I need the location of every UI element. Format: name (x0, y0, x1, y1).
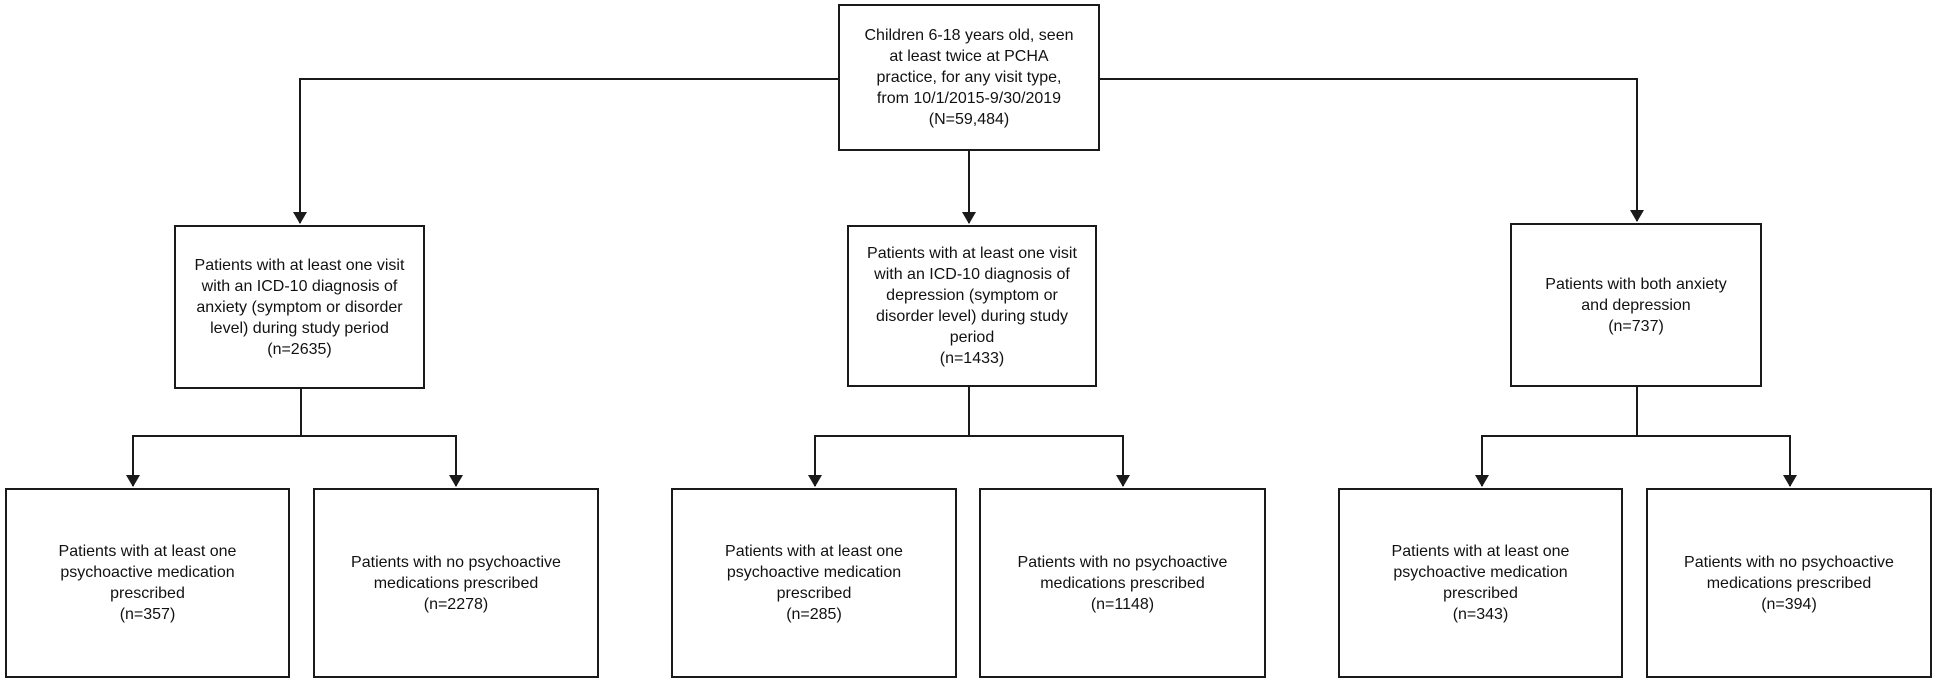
arrow-both-to-nomed (1637, 435, 1797, 487)
depression-no-medication-box: Patients with no psychoactive medication… (979, 488, 1266, 678)
both-cohort-text: Patients with both anxiety and depressio… (1545, 275, 1727, 335)
arrow-both-to-med (1475, 435, 1637, 487)
arrow-depression-to-med (808, 435, 969, 487)
root-cohort-box: Children 6-18 years old, seen at least t… (838, 4, 1100, 151)
depression-medication-text: Patients with at least one psychoactive … (725, 543, 903, 623)
both-medication-text: Patients with at least one psychoactive … (1391, 543, 1570, 623)
depression-medication-box: Patients with at least one psychoactive … (671, 488, 957, 678)
depression-no-medication-text: Patients with no psychoactive medication… (1017, 553, 1228, 613)
arrow-depression-to-nomed (969, 435, 1130, 487)
arrow-anxiety-to-med (126, 435, 301, 487)
arrow-root-to-anxiety (293, 78, 838, 224)
anxiety-medication-text: Patients with at least one psychoactive … (58, 543, 237, 623)
anxiety-cohort-box: Patients with at least one visit with an… (174, 225, 425, 389)
arrow-anxiety-to-nomed (301, 435, 463, 487)
both-medication-box: Patients with at least one psychoactive … (1338, 488, 1623, 678)
both-cohort-box: Patients with both anxiety and depressio… (1510, 223, 1762, 387)
anxiety-no-medication-text: Patients with no psychoactive medication… (351, 553, 561, 613)
arrow-root-to-both (1100, 78, 1644, 222)
anxiety-no-medication-box: Patients with no psychoactive medication… (313, 488, 599, 678)
anxiety-cohort-text: Patients with at least one visit with an… (194, 256, 405, 358)
both-no-medication-text: Patients with no psychoactive medication… (1684, 553, 1894, 613)
depression-cohort-text: Patients with at least one visit with an… (867, 245, 1077, 367)
depression-cohort-box: Patients with at least one visit with an… (847, 225, 1097, 387)
root-cohort-text: Children 6-18 years old, seen at least t… (864, 27, 1074, 128)
both-no-medication-box: Patients with no psychoactive medication… (1646, 488, 1932, 678)
anxiety-medication-box: Patients with at least one psychoactive … (5, 488, 290, 678)
